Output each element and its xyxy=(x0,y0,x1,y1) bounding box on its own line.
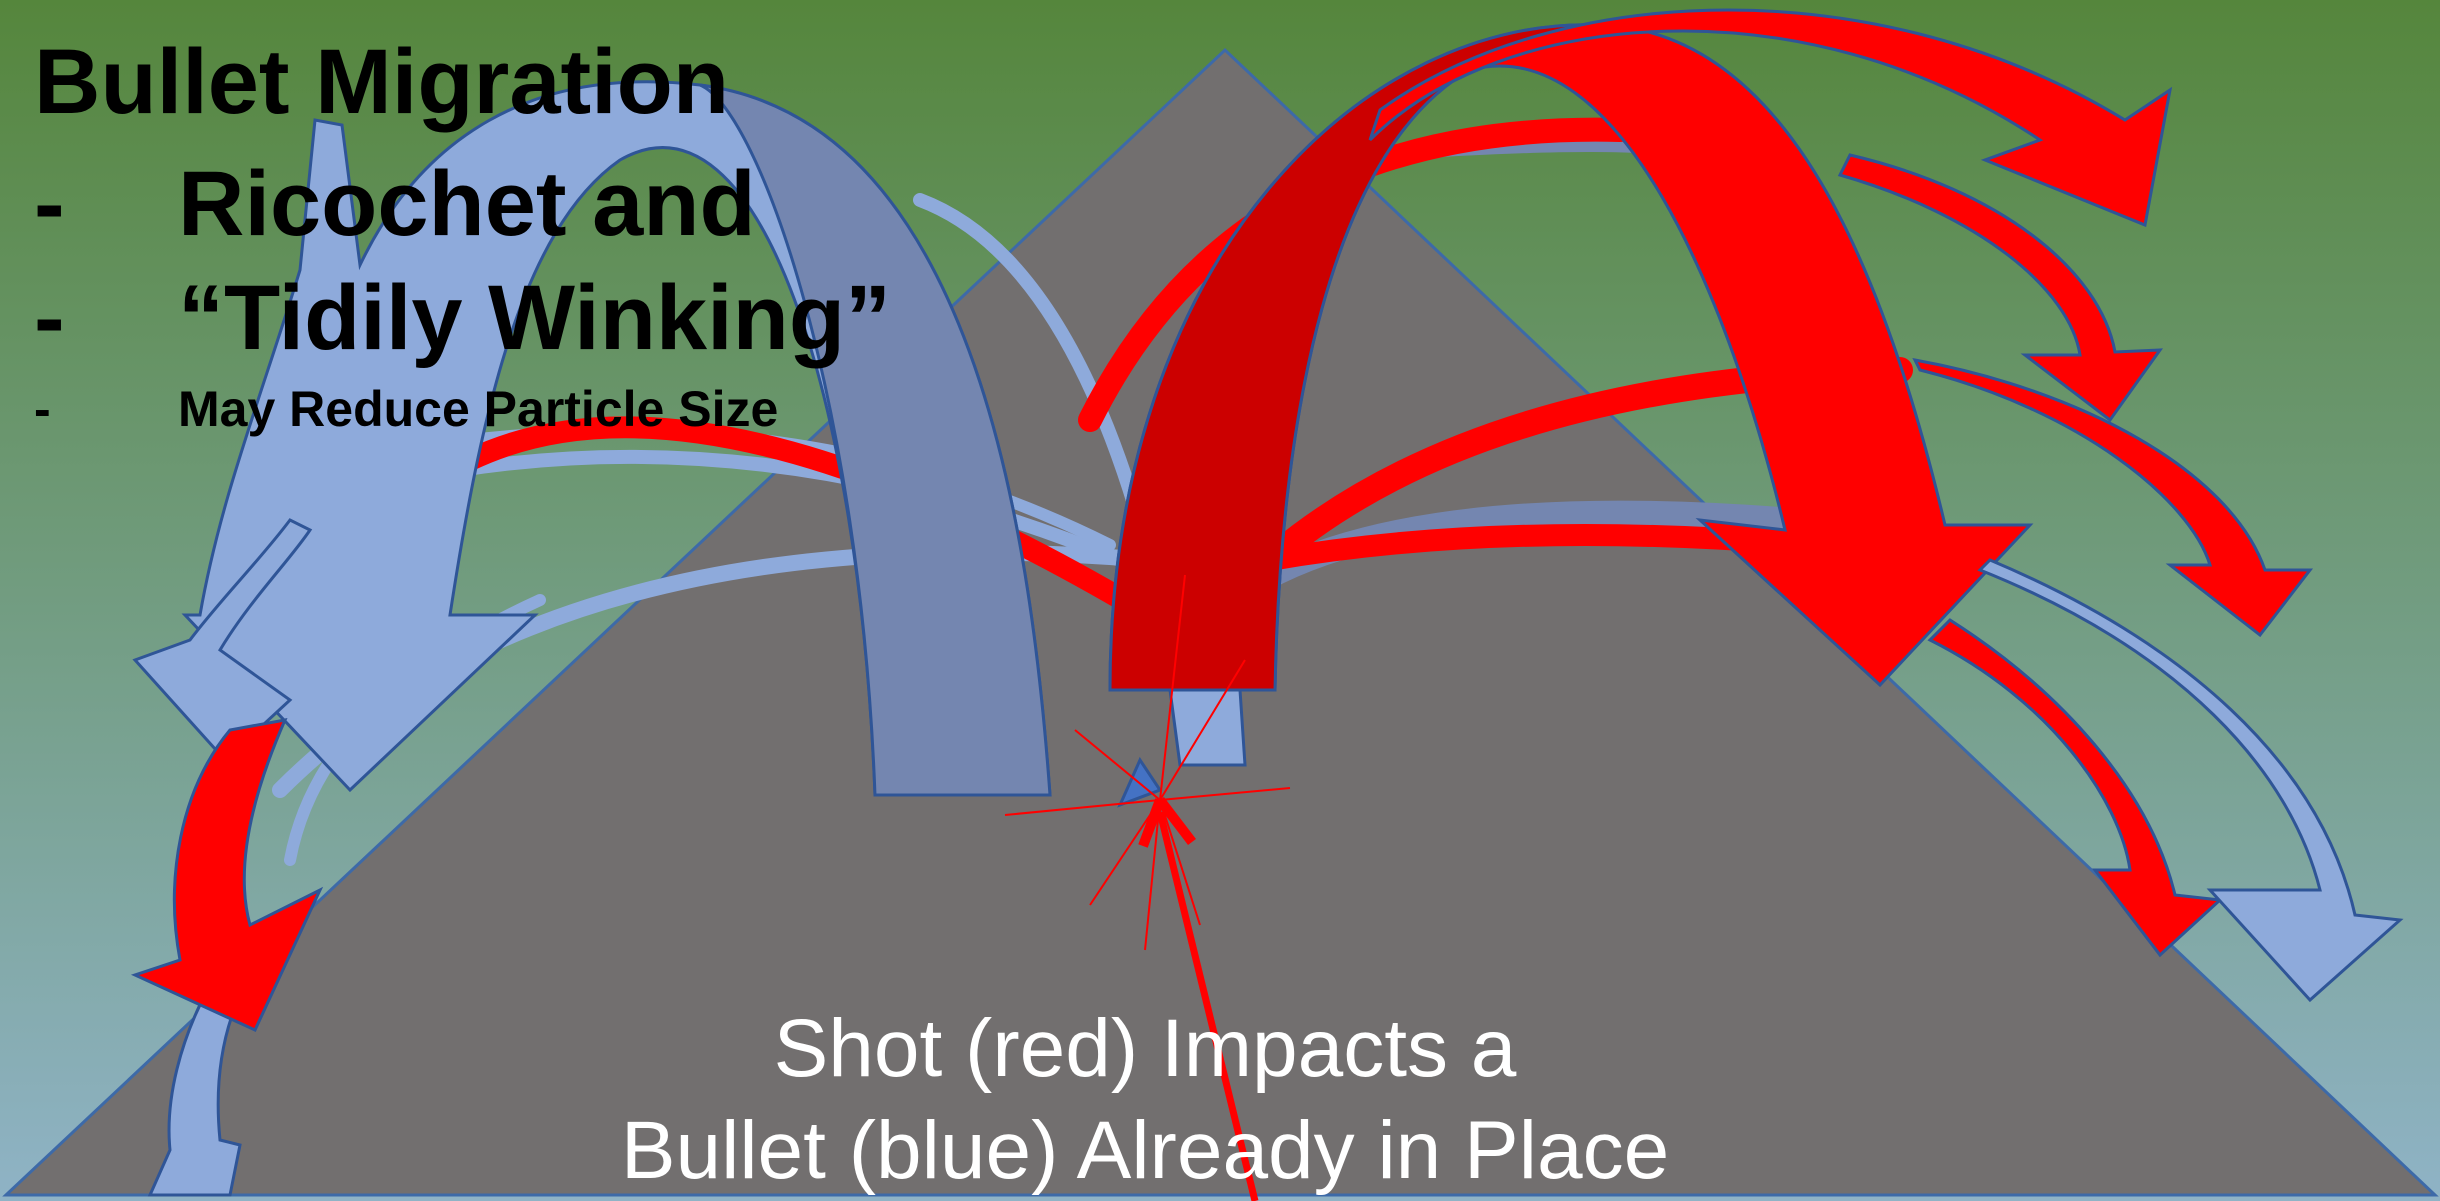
bullet-item-tidily-winking: -“Tidily Winking” xyxy=(34,272,891,364)
bullet-text: May Reduce Particle Size xyxy=(178,381,778,437)
bullet-text: “Tidily Winking” xyxy=(178,267,891,369)
bullet-fragment-impact xyxy=(1170,690,1245,765)
slide-title: Bullet Migration xyxy=(34,36,729,128)
caption-line-2: Bullet (blue) Already in Place xyxy=(0,1110,2290,1192)
bullet-marker: - xyxy=(34,158,178,250)
bullet-marker: - xyxy=(34,384,178,434)
caption-line-1: Shot (red) Impacts a xyxy=(0,1008,2290,1090)
bullet-item-ricochet: -Ricochet and xyxy=(34,158,756,250)
bullet-text: Ricochet and xyxy=(178,153,756,255)
bullet-marker: - xyxy=(34,272,178,364)
bullet-item-particle-size: -May Reduce Particle Size xyxy=(34,384,778,434)
